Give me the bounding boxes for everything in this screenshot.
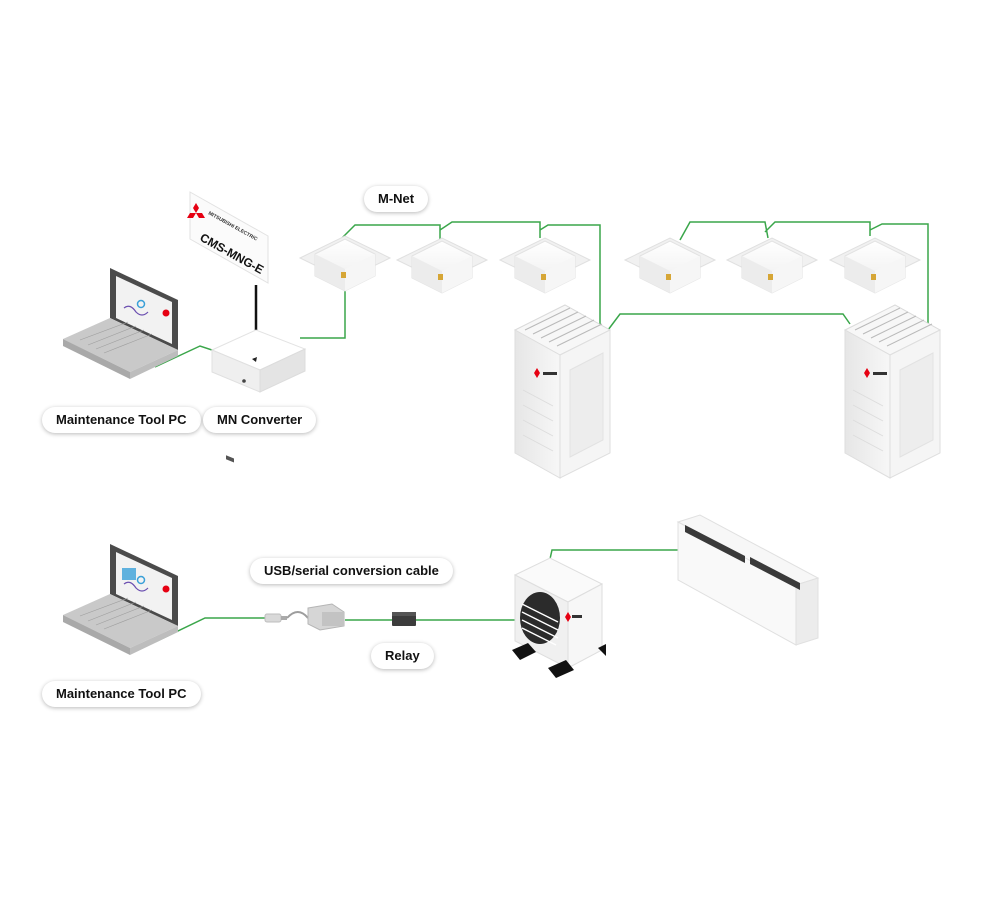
mitsubishi-logo-icon <box>187 203 205 218</box>
line-outdoor-link <box>604 313 851 335</box>
maintenance-pc-label-bottom: Maintenance Tool PC <box>42 681 201 707</box>
indoor-cassette-unit <box>623 237 717 294</box>
line-converter-to-mnet <box>300 290 346 339</box>
wall-indoor-unit <box>676 514 820 646</box>
antenna-sign: MITSUBISHI ELECTRIC CMS-MNG-E <box>187 191 269 349</box>
maintenance-pc-label-top: Maintenance Tool PC <box>42 407 201 433</box>
line-mnet-bus-1 <box>339 221 601 332</box>
usb-serial-cable <box>264 603 345 631</box>
connection-lines <box>154 221 929 643</box>
laptop-bottom <box>63 544 178 655</box>
mn-converter-label: MN Converter <box>203 407 317 433</box>
indoor-cassette-unit <box>498 237 592 294</box>
indoor-cassette-unit <box>725 237 819 294</box>
laptop-top <box>63 268 178 379</box>
outdoor-unit <box>513 304 612 479</box>
mn-converter-device <box>210 329 307 463</box>
relay-device <box>392 612 416 626</box>
indoor-cassette-unit <box>298 235 392 292</box>
outdoor-unit <box>843 304 942 479</box>
line-mnet-bus-2 <box>679 221 929 334</box>
usb-cable-label: USB/serial conversion cable <box>250 558 453 584</box>
relay-label: Relay <box>371 643 434 669</box>
line-unit-to-indoor <box>547 549 678 569</box>
mnet-label: M-Net <box>364 186 429 212</box>
split-outdoor-unit <box>512 557 606 678</box>
indoor-cassette-unit <box>828 237 922 294</box>
indoor-cassette-unit <box>395 237 489 294</box>
